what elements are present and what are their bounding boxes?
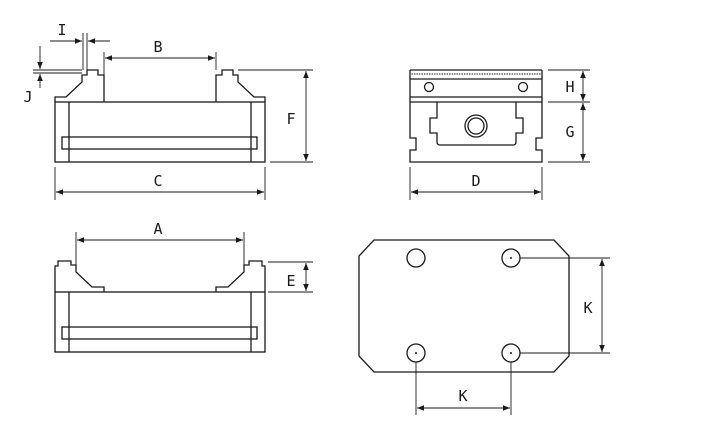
pin-hole xyxy=(517,81,529,93)
vise-body xyxy=(54,101,266,163)
label-g: G xyxy=(565,123,574,141)
label-h: H xyxy=(565,78,574,96)
base-plate-view: K K xyxy=(358,239,610,415)
screw-hole xyxy=(464,114,488,138)
front-view-closed: B I J F C xyxy=(23,21,313,200)
left-jaw-reversed xyxy=(54,260,105,292)
base-plate-outline xyxy=(358,239,570,373)
guide-bar xyxy=(61,136,258,150)
label-j: J xyxy=(23,88,32,106)
mounting-hole xyxy=(406,248,426,268)
label-d: D xyxy=(471,172,480,190)
label-i: I xyxy=(57,21,66,39)
front-view-open: A E xyxy=(54,220,313,353)
side-view: H G D xyxy=(409,69,590,200)
guide-bar xyxy=(61,326,258,340)
left-jaw xyxy=(54,69,105,102)
right-jaw-reversed xyxy=(215,260,266,292)
pin-hole xyxy=(423,81,435,93)
label-k-horizontal: K xyxy=(458,387,467,405)
vise-body xyxy=(54,291,266,353)
right-jaw xyxy=(215,69,266,102)
label-c: C xyxy=(153,172,162,190)
label-e: E xyxy=(286,272,295,290)
side-body-outline xyxy=(409,70,543,163)
label-f: F xyxy=(286,110,295,128)
label-k-vertical: K xyxy=(583,299,592,317)
label-a: A xyxy=(153,220,162,238)
label-b: B xyxy=(153,38,162,56)
side-pocket xyxy=(429,102,524,146)
